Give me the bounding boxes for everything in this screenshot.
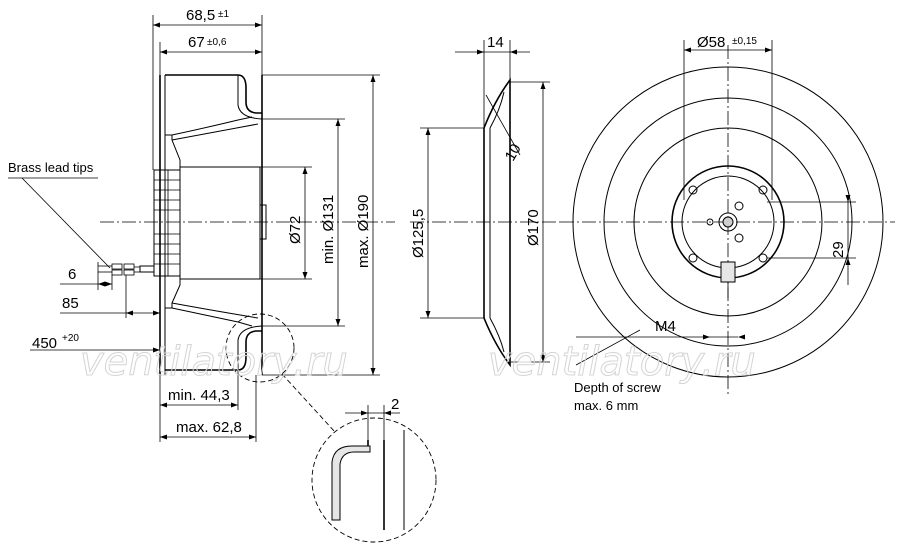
dim-29-value: 29 <box>830 241 847 258</box>
rim-bottom-inner <box>489 317 505 353</box>
dim-131-value: min. Ø131 <box>320 195 337 264</box>
dim-67-value: 67 <box>188 34 205 51</box>
dim-6-value: 6 <box>68 266 76 283</box>
side-view: 68,5 ±1 67 ±0,6 Ø72 min. Ø131 max. Ø190 … <box>8 7 395 442</box>
shaft-circle <box>718 212 738 232</box>
dim-72-value: Ø72 <box>287 216 304 244</box>
bottom-blade <box>171 307 253 327</box>
dim-450-tol: +20 <box>62 333 79 344</box>
dim-m4-value: M4 <box>655 318 676 335</box>
bottom-flare-inner <box>237 325 263 370</box>
dim-685-value: 68,5 <box>186 7 215 24</box>
brass-leader <box>21 177 111 269</box>
cable-exit-front <box>720 261 736 283</box>
motor-fins-block <box>153 169 181 277</box>
motor-body <box>179 166 261 280</box>
arrow-450 <box>153 347 160 353</box>
dim-190-value: max. Ø190 <box>355 195 372 268</box>
shaft-cap <box>259 204 267 240</box>
dim-angle-value: 10 <box>502 141 525 164</box>
dim-628-value: max. 62,8 <box>176 419 242 436</box>
dim-67-tol: ±0,6 <box>207 37 227 48</box>
bottom-flare <box>165 330 262 371</box>
hub-screw-holes <box>688 185 768 263</box>
dim-14-value: 14 <box>487 34 504 51</box>
top-flare <box>165 74 262 114</box>
section-view: 14 10 Ø125,5 Ø170 <box>410 34 560 368</box>
dim-450-value: 450 <box>32 335 57 352</box>
watermark-right: ventilatory.ru <box>488 339 756 385</box>
angle-leader <box>485 94 521 156</box>
top-hub-profile <box>165 134 181 170</box>
arrows-85 <box>126 310 160 316</box>
top-blade-2 <box>171 123 259 141</box>
dim-685-tol: ±1 <box>218 9 229 20</box>
motor-fins <box>154 170 180 276</box>
dim-58-value: Ø58 <box>697 34 725 51</box>
rim-top-inner <box>489 91 505 129</box>
cable-exit <box>139 265 154 273</box>
detail-profile-fill <box>331 445 371 521</box>
detail-marker-circle <box>225 313 295 383</box>
detail-circle <box>311 417 437 543</box>
dim-170-value: Ø170 <box>525 209 542 246</box>
dim-85-value: 85 <box>62 295 79 312</box>
watermark-left: ventilatory.ru <box>80 339 348 385</box>
dim-443-value: min. 44,3 <box>168 387 230 404</box>
dim-1255-value: Ø125,5 <box>410 209 427 258</box>
detail-leader <box>281 373 336 433</box>
bottom-hub-profile <box>165 275 181 309</box>
brass-lead-tips-label: Brass lead tips <box>8 160 94 175</box>
detail-view: 2 <box>311 396 437 543</box>
arrows-gap <box>361 410 391 416</box>
depth-of-screw-line2: max. 6 mm <box>574 398 638 413</box>
top-flare-inner <box>237 75 263 120</box>
rim-outer <box>483 77 511 368</box>
dim-58-tol: ±0,15 <box>732 36 757 47</box>
brass-lead-tips <box>98 263 140 276</box>
depth-of-screw-line1: Depth of screw <box>574 380 661 395</box>
front-view: Ø58 ±0,15 29 M4 Depth of screw max. 6 mm <box>560 34 895 413</box>
m4-leader <box>575 329 641 366</box>
dim-gap-value: 2 <box>391 396 399 413</box>
arrows-6 <box>98 281 112 287</box>
top-blade <box>171 116 253 136</box>
shaft-center <box>722 216 734 228</box>
